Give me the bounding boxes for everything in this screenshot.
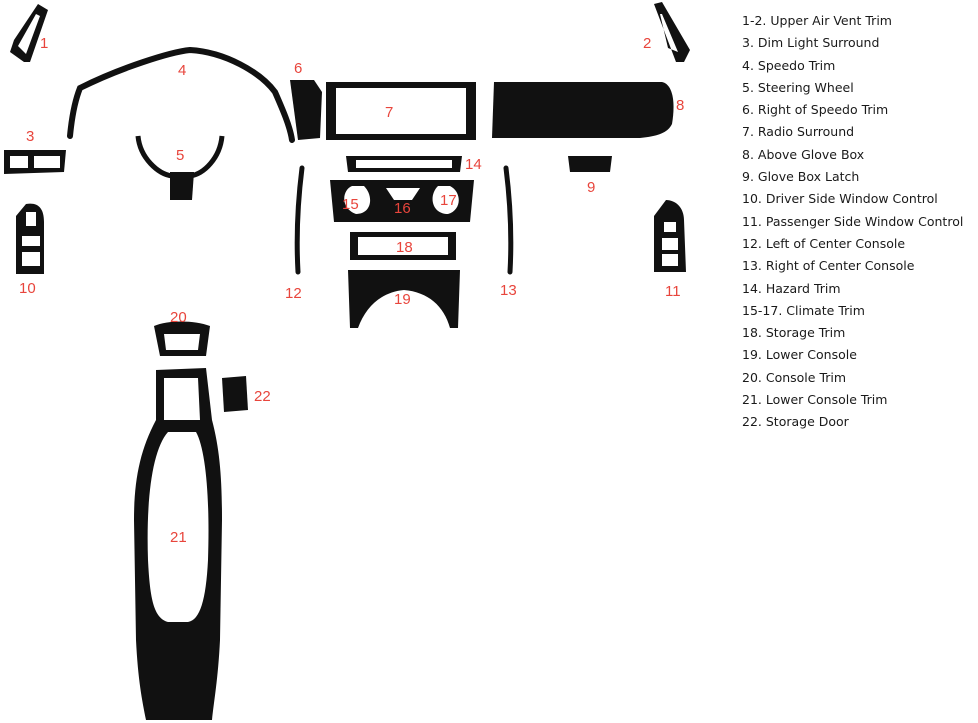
piece-15-17-climate-trim xyxy=(330,180,474,222)
legend-item: 20. Console Trim xyxy=(742,369,847,385)
legend-item: 11. Passenger Side Window Control xyxy=(742,213,964,229)
part-label-14: 14 xyxy=(465,156,482,173)
piece-9-glove-box-latch xyxy=(568,156,612,172)
legend-item: 6. Right of Speedo Trim xyxy=(742,102,889,118)
legend-item: 3. Dim Light Surround xyxy=(742,35,880,51)
part-label-9: 9 xyxy=(587,179,595,196)
piece-12-left-of-center-console xyxy=(294,165,305,275)
piece-13-right-of-center-console xyxy=(503,165,514,275)
part-label-5: 5 xyxy=(176,147,184,164)
piece-21-lower-console-trim xyxy=(134,368,222,720)
piece-22-storage-door xyxy=(222,376,248,412)
legend-item: 13. Right of Center Console xyxy=(742,258,915,274)
parts-legend: 1-2. Upper Air Vent Trim 3. Dim Light Su… xyxy=(742,10,963,434)
legend-item: 5. Steering Wheel xyxy=(742,79,854,95)
legend-item: 9. Glove Box Latch xyxy=(742,169,860,185)
part-label-7: 7 xyxy=(385,104,393,121)
part-label-6: 6 xyxy=(294,60,302,77)
part-label-16: 16 xyxy=(394,200,411,217)
part-label-13: 13 xyxy=(500,282,517,299)
legend-item: 10. Driver Side Window Control xyxy=(742,191,938,207)
part-label-1: 1 xyxy=(40,35,48,52)
part-label-20: 20 xyxy=(170,309,187,326)
piece-14-hazard-trim xyxy=(346,156,462,172)
part-label-10: 10 xyxy=(19,280,36,297)
part-label-3: 3 xyxy=(26,128,34,145)
legend-item: 21. Lower Console Trim xyxy=(742,392,888,408)
part-label-15: 15 xyxy=(342,196,359,213)
legend-item: 18. Storage Trim xyxy=(742,325,846,341)
part-label-21: 21 xyxy=(170,529,187,546)
piece-7-radio-surround xyxy=(326,82,476,140)
legend-item: 22. Storage Door xyxy=(742,414,849,430)
part-label-19: 19 xyxy=(394,291,411,308)
legend-item: 4. Speedo Trim xyxy=(742,57,836,73)
part-label-18: 18 xyxy=(396,239,413,256)
legend-item: 7. Radio Surround xyxy=(742,124,855,140)
legend-item: 1-2. Upper Air Vent Trim xyxy=(742,13,892,28)
piece-3-dim-light-surround xyxy=(4,150,66,174)
piece-1-upper-air-vent-trim xyxy=(10,4,48,62)
part-label-22: 22 xyxy=(254,388,271,405)
piece-8-above-glove-box xyxy=(492,82,674,138)
legend-item: 8. Above Glove Box xyxy=(742,146,865,162)
part-label-4: 4 xyxy=(178,62,186,79)
part-label-11: 11 xyxy=(665,283,681,300)
piece-11-passenger-side-window-control xyxy=(654,200,686,272)
part-label-8: 8 xyxy=(676,97,684,114)
legend-item: 15-17. Climate Trim xyxy=(742,302,865,318)
piece-19-lower-console xyxy=(348,270,460,328)
legend-item: 12. Left of Center Console xyxy=(742,235,906,251)
piece-2-upper-air-vent-trim xyxy=(654,2,690,62)
part-label-2: 2 xyxy=(643,35,651,52)
legend-item: 19. Lower Console xyxy=(742,347,857,363)
part-label-12: 12 xyxy=(285,285,302,302)
piece-5-steering-hub xyxy=(170,172,194,200)
piece-20-console-trim xyxy=(154,321,210,356)
piece-10-driver-side-window-control xyxy=(16,203,44,274)
piece-18-storage-trim xyxy=(350,232,456,260)
piece-4-speedo-trim xyxy=(67,46,295,143)
legend-item: 14. Hazard Trim xyxy=(742,280,841,296)
part-label-17: 17 xyxy=(440,192,457,209)
piece-6-right-of-speedo-trim xyxy=(290,80,322,140)
